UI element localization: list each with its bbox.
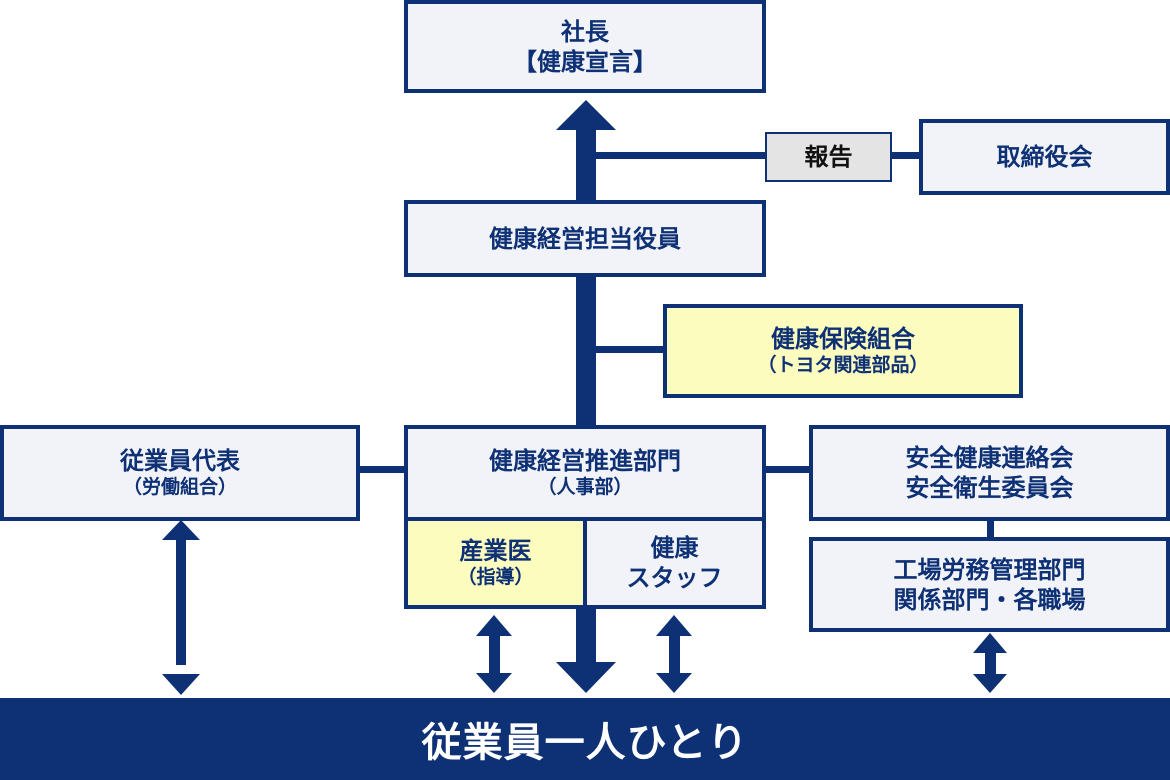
insurance-connector-line (596, 346, 666, 353)
safety-council-box: 安全健康連絡会 安全衛生委員会 (809, 425, 1170, 521)
factory-dept-line1: 工場労務管理部門 (893, 555, 1086, 584)
health-insurance-title: 健康保険組合 (771, 325, 915, 354)
health-staff-box: 健康 スタッフ (583, 517, 766, 609)
report-label: 報告 (804, 143, 853, 171)
occupational-physician-box: 産業医 （指導） (404, 517, 587, 609)
up-arrow-to-president (556, 100, 616, 130)
safety-council-line1: 安全健康連絡会 (905, 444, 1074, 472)
report-connector-line (596, 152, 921, 159)
physician-double-arrow (476, 615, 512, 693)
safety-connector-line (764, 466, 812, 473)
main-down-arrow (556, 608, 616, 693)
president-title: 社長 (561, 17, 609, 46)
officer-box: 健康経営担当役員 (404, 200, 766, 277)
employee-rep-subtitle: （労働組合） (122, 476, 237, 499)
employee-rep-title: 従業員代表 (120, 447, 240, 476)
safety-factory-connector-line (987, 518, 994, 542)
health-staff-line1: 健康 (650, 534, 699, 562)
factory-double-arrow (973, 633, 1007, 693)
health-insurance-box: 健康保険組合 （トヨタ関連部品） (663, 304, 1023, 398)
health-insurance-subtitle: （トヨタ関連部品） (757, 354, 929, 377)
board-label: 取締役会 (996, 143, 1093, 171)
promotion-dept-title: 健康経営推進部門 (489, 447, 681, 476)
employees-banner: 従業員一人ひとり (0, 698, 1170, 780)
board-box: 取締役会 (919, 119, 1170, 195)
president-subtitle: 【健康宣言】 (513, 47, 657, 76)
health-staff-line2: スタッフ (626, 564, 723, 592)
employee-rep-connector-line (357, 466, 407, 473)
occupational-physician-subtitle: （指導） (457, 566, 534, 589)
factory-dept-line2: 関係部門・各職場 (893, 585, 1086, 614)
president-box: 社長 【健康宣言】 (404, 0, 766, 93)
safety-council-line2: 安全衛生委員会 (905, 474, 1074, 502)
promotion-dept-subtitle: （人事部） (537, 476, 633, 499)
occupational-physician-title: 産業医 (459, 537, 532, 566)
officer-label: 健康経営担当役員 (489, 224, 681, 253)
factory-dept-box: 工場労務管理部門 関係部門・各職場 (809, 537, 1170, 632)
employees-label: 従業員一人ひとり (421, 720, 749, 766)
employee-rep-box: 従業員代表 （労働組合） (0, 425, 360, 521)
employee-rep-double-arrow (162, 520, 200, 695)
health-staff-double-arrow (656, 615, 692, 693)
promotion-dept-box: 健康経営推進部門 （人事部） (404, 425, 766, 521)
report-box: 報告 (765, 132, 892, 182)
